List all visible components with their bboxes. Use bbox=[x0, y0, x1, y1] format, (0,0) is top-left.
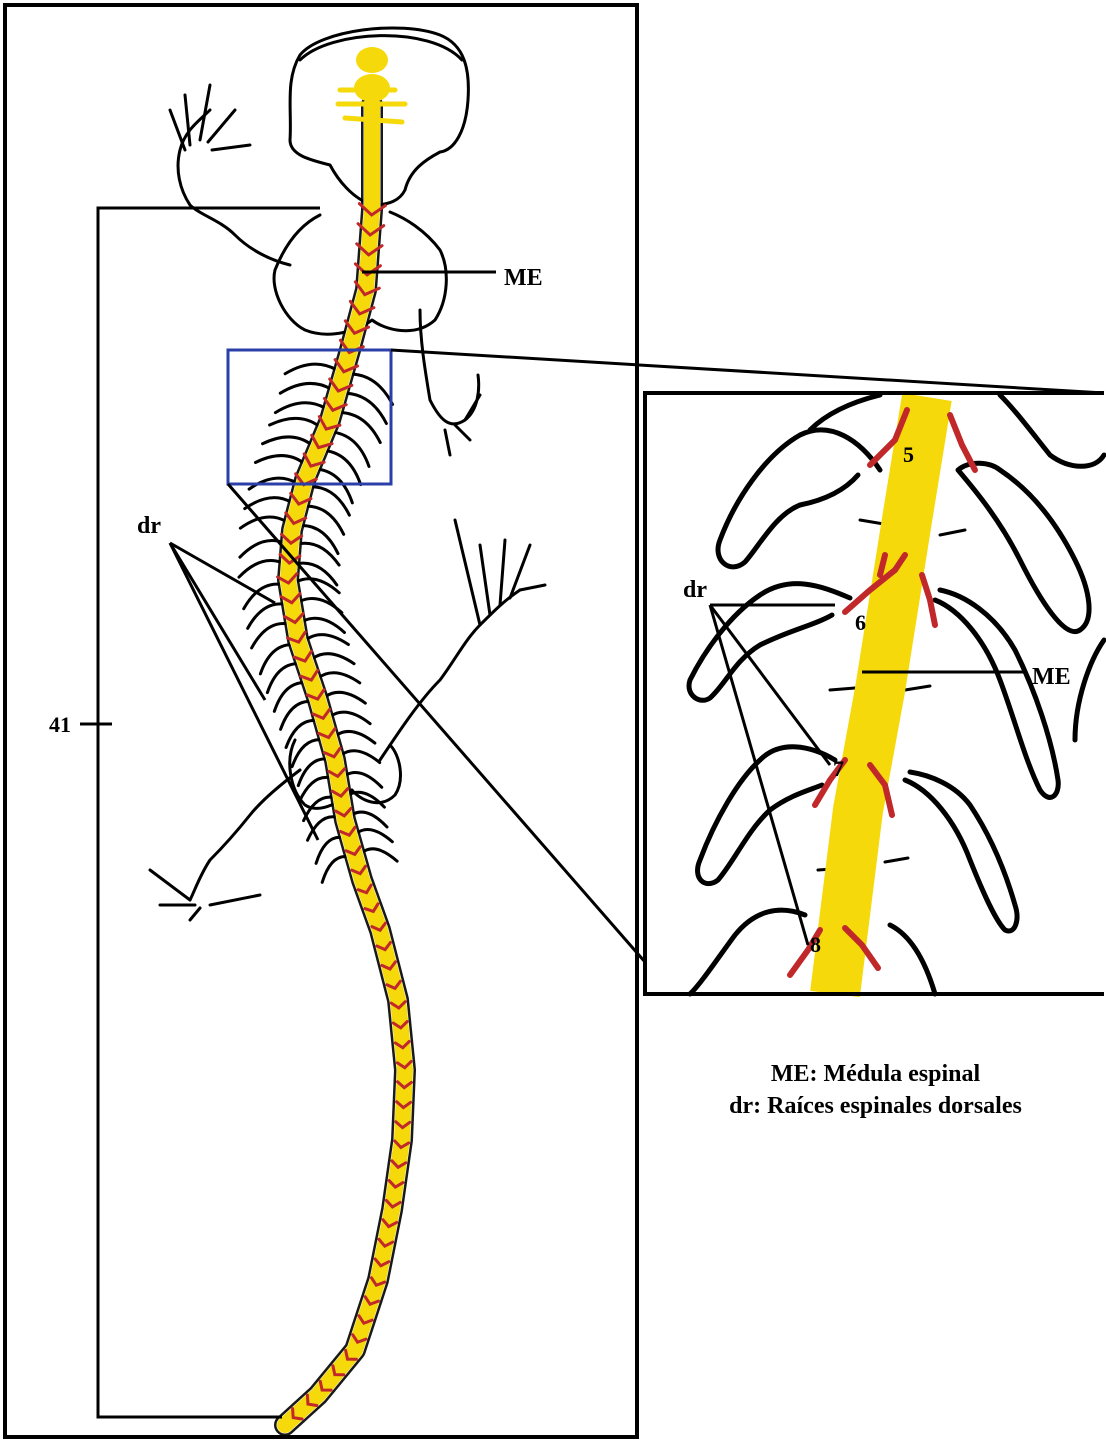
zoom-inset: 5 6 7 8 ME dr bbox=[645, 393, 1104, 994]
legend: ME: Médula espinal dr: Raíces espinales … bbox=[645, 1058, 1106, 1122]
dr-label-main: dr bbox=[137, 513, 161, 539]
dr-label-inset: dr bbox=[683, 577, 707, 603]
length-marker-label: 41 bbox=[49, 712, 71, 737]
legend-line-dr: dr: Raíces espinales dorsales bbox=[645, 1090, 1106, 1122]
vertebra-number-6: 6 bbox=[855, 610, 866, 635]
me-label-main: ME bbox=[504, 265, 543, 291]
legend-line-me: ME: Médula espinal bbox=[645, 1058, 1106, 1090]
vertebra-number-7: 7 bbox=[833, 756, 844, 781]
me-label-inset: ME bbox=[1032, 664, 1071, 690]
vertebra-number-5: 5 bbox=[903, 442, 914, 467]
vertebra-number-8: 8 bbox=[810, 932, 821, 957]
